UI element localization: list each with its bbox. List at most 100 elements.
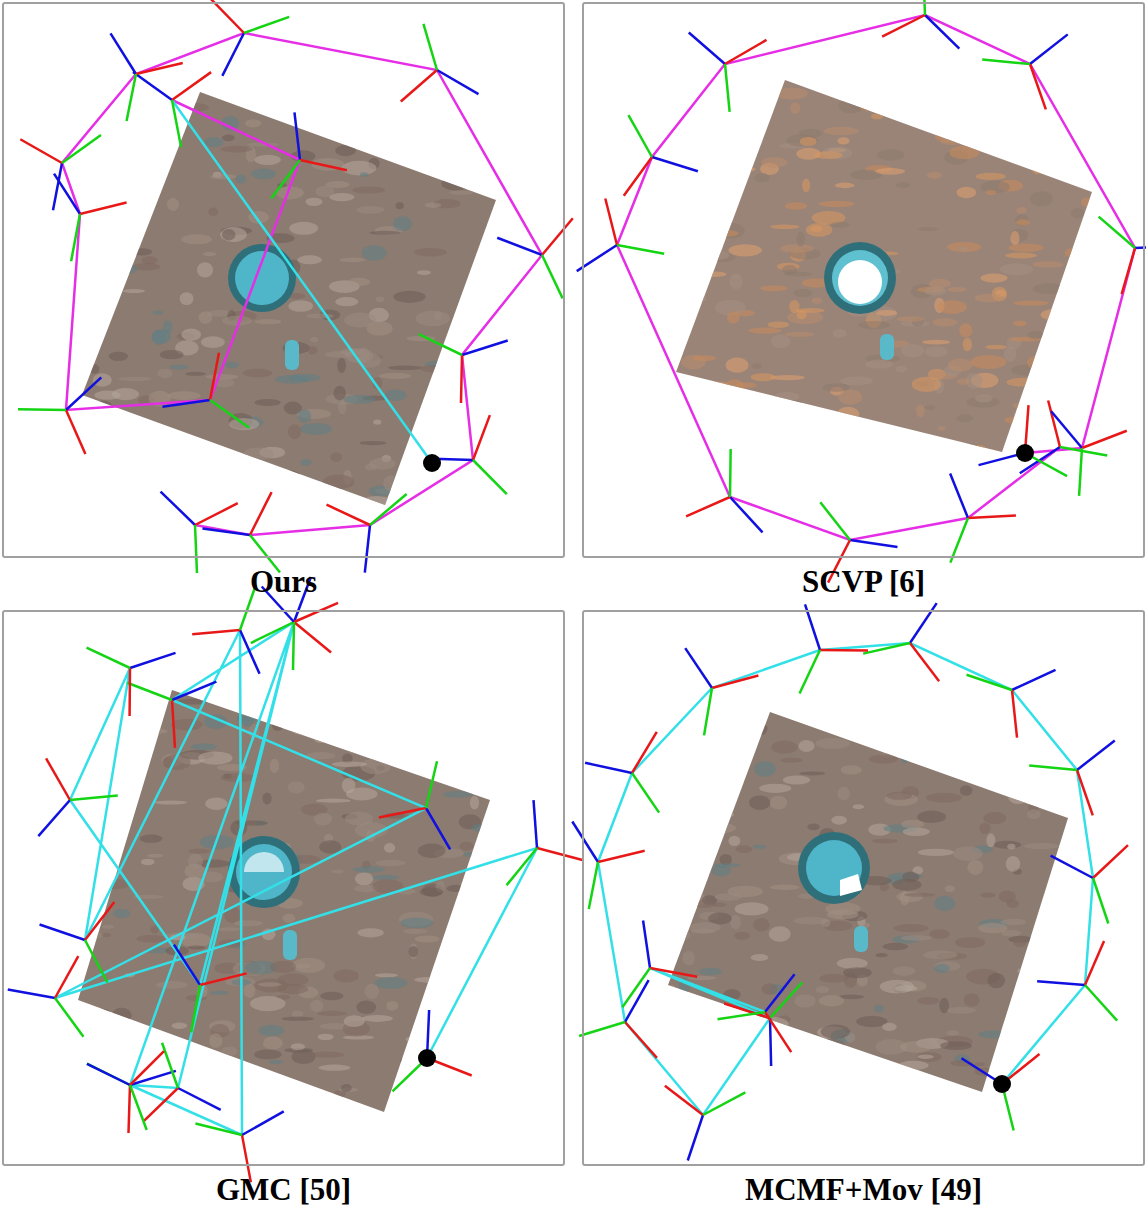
camera-axis [572, 821, 598, 862]
camera-axis [401, 70, 437, 101]
camera-axis [210, 400, 249, 428]
camera-axis [925, 15, 959, 49]
camera-axis [242, 1111, 284, 1135]
camera-axis [729, 449, 732, 497]
camera-axis [327, 505, 370, 525]
camera-axis [598, 851, 645, 862]
camera-axis [271, 160, 300, 198]
camera-axis [55, 998, 83, 1037]
camera-axis [143, 1088, 178, 1121]
camera-axis [589, 862, 598, 909]
camera-axis [162, 1043, 178, 1088]
camera-axis [537, 848, 583, 860]
camera-axis [628, 115, 652, 157]
camera-axis [423, 24, 437, 70]
camera-axis [202, 528, 250, 535]
camera-axis [703, 1092, 745, 1115]
camera-axis [128, 668, 131, 716]
start-view-dot [1016, 444, 1034, 462]
camera-axis [730, 497, 763, 532]
start-view-dot [993, 1075, 1011, 1093]
cup [824, 242, 896, 360]
camera-axis [1077, 740, 1115, 770]
camera-axis [622, 968, 650, 1007]
camera-axis [365, 525, 370, 573]
panel-caption: Ours [250, 564, 317, 600]
camera-axis [71, 214, 80, 261]
camera-axis [127, 683, 172, 700]
camera-axis [966, 675, 1012, 690]
camera-axis [87, 1064, 130, 1085]
camera-axis [800, 650, 820, 693]
result-panel: GMC [50] [2, 610, 565, 1208]
point-cloud-texture [63, 678, 513, 1114]
camera-axis [379, 808, 426, 817]
camera-axis [133, 72, 172, 100]
camera-axis [1122, 248, 1135, 294]
view-trajectory [172, 100, 432, 463]
camera-axis [712, 676, 758, 688]
start-view-dot [423, 454, 441, 472]
camera-axis [725, 40, 767, 64]
view-trajectory [55, 622, 537, 1135]
camera-axis [910, 643, 939, 681]
camera-axis [294, 112, 300, 160]
camera-axis [87, 1064, 130, 1085]
camera-axis [1030, 34, 1068, 64]
camera-axis [605, 198, 617, 245]
camera-axis [222, 33, 244, 76]
result-panel: MCMF+Mov [49] [582, 610, 1145, 1208]
panel-caption: SCVP [6] [802, 564, 925, 600]
start-view-dot [418, 1049, 436, 1067]
camera-axis [40, 925, 85, 940]
camera-axis [542, 255, 563, 298]
camera-axis [665, 1086, 703, 1115]
panel-border [582, 2, 1145, 558]
camera-axis [127, 74, 136, 121]
camera-axis [686, 497, 730, 516]
camera-axis [172, 100, 181, 147]
panel-border [582, 610, 1145, 1166]
view-trajectory [617, 15, 1135, 540]
camera-axis [625, 1022, 657, 1058]
camera-axis [128, 1085, 130, 1133]
camera-axis [1093, 878, 1108, 923]
camera-axis [211, 0, 244, 33]
camera-axis [1037, 981, 1085, 985]
point-cloud [676, 80, 1092, 452]
camera-axis [300, 160, 347, 170]
camera-axis [650, 968, 697, 977]
camera-axis [617, 245, 664, 254]
camera-axis [685, 648, 712, 688]
camera-axis [820, 502, 850, 540]
camera-axis [66, 377, 101, 410]
camera-axis [950, 473, 968, 518]
camera-axis [968, 515, 1016, 518]
camera-axis [426, 761, 437, 808]
camera-axis [462, 340, 508, 355]
camera-axis [585, 763, 632, 773]
camera-axis [195, 503, 238, 525]
cup [798, 832, 870, 952]
camera-axis [55, 956, 78, 998]
camera-axis [497, 238, 542, 255]
camera-axis [770, 1018, 771, 1066]
camera-axis [689, 33, 725, 64]
camera-axis [85, 902, 114, 940]
camera-axis [473, 460, 507, 494]
camera-axis [161, 492, 195, 525]
camera-axis [294, 622, 331, 652]
camera-axis [18, 408, 66, 411]
camera-axis [863, 643, 910, 654]
camera-axis [632, 773, 659, 813]
camera-axis [195, 1123, 242, 1135]
camera-axis [507, 848, 537, 885]
camera-axis [643, 921, 650, 968]
camera-axis [1093, 845, 1128, 878]
camera-axis [66, 410, 85, 454]
camera-axis [53, 163, 62, 210]
point-cloud-texture [67, 83, 506, 513]
camera-axis [1085, 985, 1117, 1021]
